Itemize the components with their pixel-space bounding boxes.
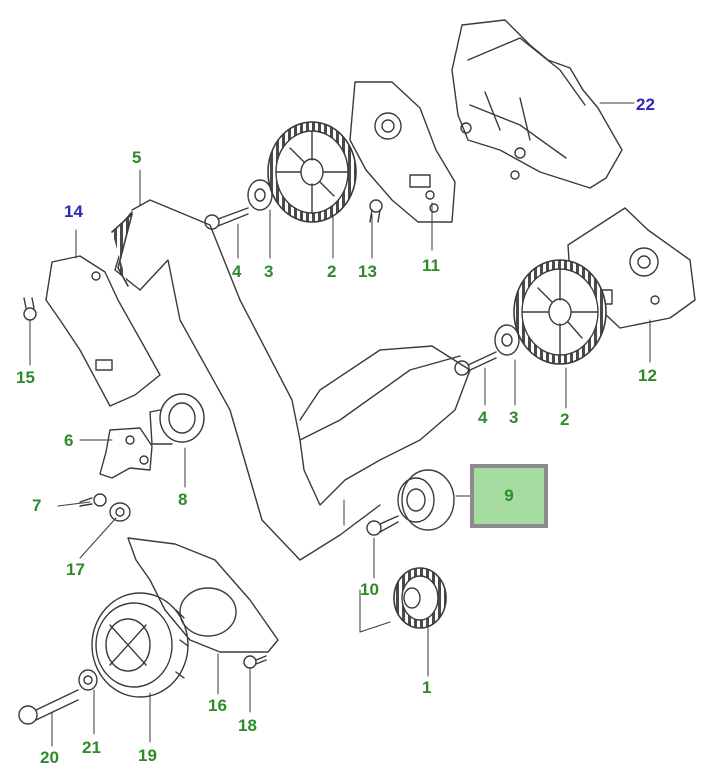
idler-pulley-part-8 (149, 393, 205, 445)
washer-part-18 (109, 502, 131, 522)
bolt-upper-part-4 (204, 207, 249, 230)
crank-pulley-part-19 (91, 592, 189, 698)
callout-1: 1 (422, 678, 432, 697)
camshaft-pulley-lower-part-2 (513, 259, 607, 365)
callout-8: 8 (178, 490, 188, 509)
front-cover-part-14 (45, 255, 161, 407)
callout-6: 6 (64, 431, 74, 450)
timing-belt-part-5 (111, 199, 471, 561)
camshaft-cover-part-11 (349, 81, 456, 223)
callout-7: 7 (32, 496, 42, 515)
highlight-box[interactable]: 9 (470, 464, 548, 528)
leader-lines (29, 102, 651, 747)
callout-2-lower: 2 (560, 410, 570, 429)
callout-10: 10 (360, 580, 379, 599)
callout-4-lower: 4 (478, 408, 488, 427)
tensioner-pulley-part-9 (397, 469, 455, 531)
bolt-lower-part-4 (454, 351, 497, 376)
crankshaft-sprocket-part-1 (393, 567, 447, 629)
washer-part-21 (78, 669, 98, 691)
pulley-hub-upper-part-3 (247, 179, 273, 211)
bolt-part-10 (366, 515, 399, 536)
callout-16: 16 (208, 696, 227, 715)
rear-timing-cover-part-22 (451, 19, 623, 189)
callout-15: 15 (16, 368, 35, 387)
callout-21: 21 (82, 738, 101, 757)
callout-3-lower: 3 (509, 408, 519, 427)
callout-22: 22 (636, 95, 655, 114)
callout-5: 5 (132, 148, 142, 167)
lower-cover-part-16 (127, 537, 279, 653)
callout-2-upper: 2 (327, 262, 337, 281)
callout-13: 13 (358, 262, 377, 281)
callout-14: 14 (64, 202, 83, 221)
callout-20: 20 (40, 748, 59, 767)
pulley-hub-lower-part-3 (494, 324, 520, 356)
callout-11: 11 (422, 256, 440, 275)
callout-3-upper: 3 (264, 262, 274, 281)
crank-bolt-part-20 (18, 689, 79, 725)
bolt-part-7 (79, 493, 107, 507)
callout-17: 18 (238, 716, 257, 735)
bolt-part-13 (369, 199, 383, 223)
tensioner-bracket-part-6 (99, 427, 153, 479)
bolt-part-15 (23, 297, 37, 321)
camshaft-pulley-upper-part-2 (267, 121, 357, 223)
callout-12: 12 (638, 366, 657, 385)
bolt-part-17 (243, 655, 267, 669)
callout-18: 17 (66, 560, 85, 579)
callout-19: 19 (138, 746, 157, 765)
callout-4-upper: 4 (232, 262, 242, 281)
callout-9: 9 (504, 486, 514, 505)
